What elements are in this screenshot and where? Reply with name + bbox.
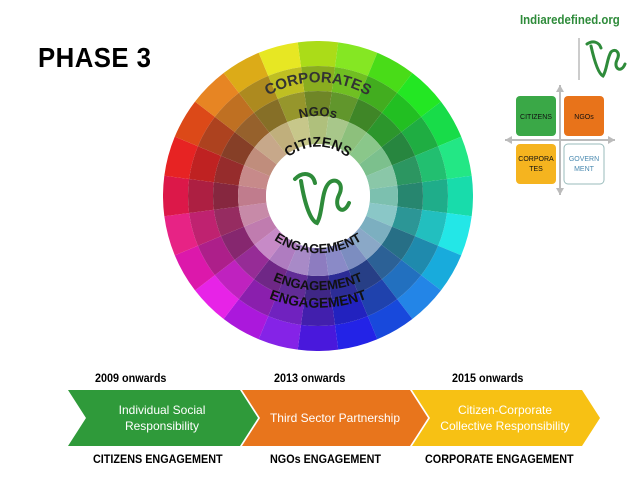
timeline-text-1a: Individual Social	[119, 403, 206, 417]
timeline-text-3a: Citizen-Corporate	[458, 403, 552, 417]
timeline-text-2: Third Sector Partnership	[270, 411, 400, 425]
timeline-text-3b: Collective Responsibility	[440, 419, 569, 433]
engagement-label-ngos: NGOs ENGAGEMENT	[270, 452, 381, 466]
timeline-text-1b: Responsibility	[125, 419, 199, 433]
engagement-label-corporate: CORPORATE ENGAGEMENT	[425, 452, 574, 466]
timeline-arrow-3	[412, 390, 600, 446]
timeline-arrow-1	[68, 390, 258, 446]
engagement-label-citizens: CITIZENS ENGAGEMENT	[93, 452, 223, 466]
